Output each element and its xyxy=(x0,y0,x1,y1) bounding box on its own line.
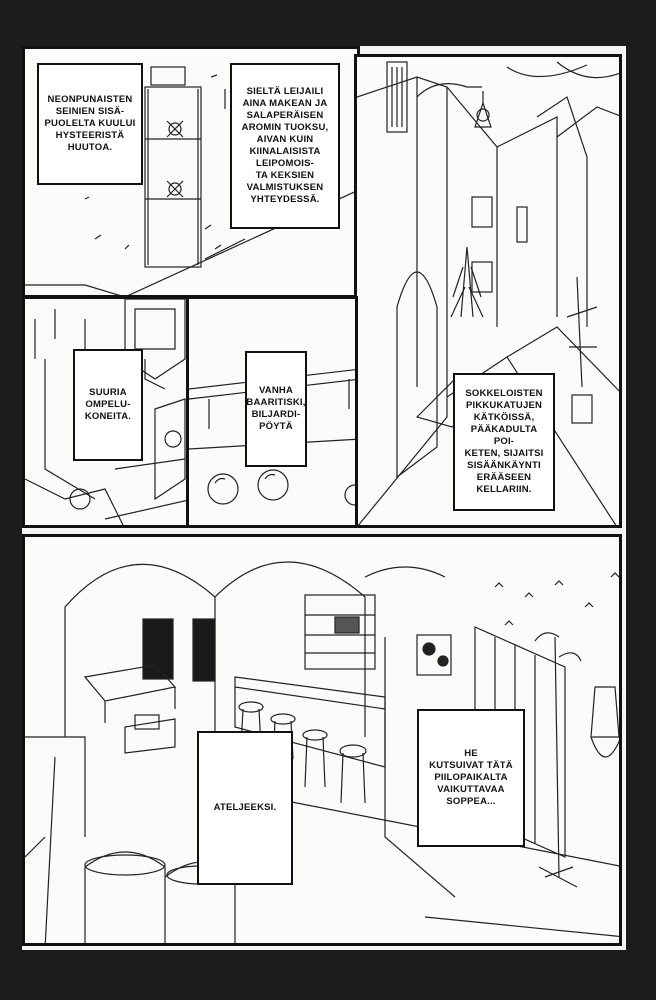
caption-cellar-entrance: SOKKELOISTEN PIKKUKATUJEN KÄTKÖISSÄ, PÄÄ… xyxy=(453,373,555,511)
caption-bar-billiard: VANHA BAARITISKI, BILJARDI- PÖYTÄ xyxy=(245,351,307,467)
panel-door-wall: NEONPUNAISTEN SEINIEN SISÄ- PUOLELTA KUU… xyxy=(22,46,360,298)
panel-atelier: ATELJEEKSI. HE KUTSUIVAT TÄTÄ PIILOPAIKA… xyxy=(22,534,622,946)
caption-screams: NEONPUNAISTEN SEINIEN SISÄ- PUOLELTA KUU… xyxy=(37,63,143,185)
panel-bar-counter: VANHA BAARITISKI, BILJARDI- PÖYTÄ xyxy=(186,296,358,528)
caption-atelier: ATELJEEKSI. xyxy=(197,731,293,885)
comic-sheet: NEONPUNAISTEN SEINIEN SISÄ- PUOLELTA KUU… xyxy=(22,46,626,950)
panel-sewing-machines: SUURIA OMPELU- KONEITA. xyxy=(22,296,190,528)
atelier-illustration xyxy=(25,561,619,943)
alley-illustration xyxy=(357,61,619,525)
caption-aroma: SIELTÄ LEIJAILI AINA MAKEAN JA SALAPERÄI… xyxy=(230,63,340,229)
caption-hiding-place: HE KUTSUIVAT TÄTÄ PIILOPAIKALTA VAIKUTTA… xyxy=(417,709,525,847)
panel-alley: SOKKELOISTEN PIKKUKATUJEN KÄTKÖISSÄ, PÄÄ… xyxy=(354,54,622,528)
caption-sewing-machines: SUURIA OMPELU- KONEITA. xyxy=(73,349,143,461)
door-wall-illustration xyxy=(25,66,357,295)
